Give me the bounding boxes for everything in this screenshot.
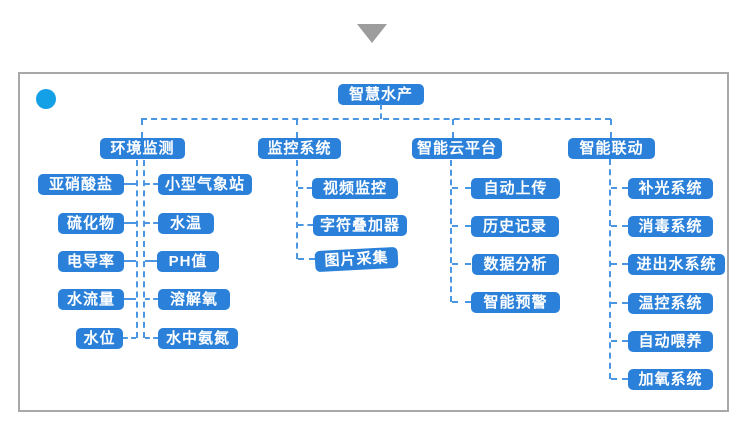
leaf-dissolved-oxygen: 溶解氧: [158, 289, 230, 310]
leaf-auto-upload: 自动上传: [471, 178, 560, 199]
connector: [452, 263, 471, 265]
connector: [611, 340, 628, 342]
node-smart-aquaculture: 智慧水产: [338, 84, 424, 105]
connector: [609, 159, 611, 379]
connector: [611, 187, 628, 189]
leaf-water-flow: 水流量: [58, 289, 124, 310]
leaf-video-monitoring: 视频监控: [312, 178, 398, 199]
leaf-water-temperature: 水温: [158, 213, 214, 234]
leaf-light-supplement-system: 补光系统: [628, 178, 713, 199]
connector: [296, 119, 298, 138]
leaf-water-level: 水位: [76, 328, 123, 349]
blue-dot-icon: [36, 89, 56, 109]
connector: [124, 183, 136, 185]
connector: [452, 119, 454, 138]
branch-env-monitoring: 环境监测: [100, 138, 185, 159]
connector: [452, 225, 471, 227]
connector: [611, 263, 628, 265]
connector: [124, 260, 136, 262]
leaf-history-records: 历史记录: [471, 216, 559, 237]
leaf-sulfide: 硫化物: [58, 213, 124, 234]
connector: [124, 298, 136, 300]
leaf-smart-alert: 智能预警: [471, 292, 560, 313]
leaf-ph-value: PH值: [157, 251, 219, 272]
connector: [124, 222, 136, 224]
branch-surveillance-system: 监控系统: [258, 138, 341, 159]
connector: [298, 258, 315, 260]
connector: [145, 337, 158, 339]
leaf-data-analysis: 数据分析: [472, 254, 559, 275]
branch-smart-linkage: 智能联动: [568, 138, 655, 159]
connector: [141, 118, 611, 120]
connector: [145, 183, 158, 185]
leaf-conductivity: 电导率: [58, 251, 124, 272]
connector: [452, 301, 471, 303]
connector: [611, 378, 628, 380]
leaf-character-overlay: 字符叠加器: [313, 215, 407, 236]
leaf-mini-weather-station: 小型气象站: [158, 174, 252, 195]
connector: [610, 119, 612, 138]
connector: [450, 160, 452, 302]
connector: [136, 160, 138, 338]
connector: [141, 119, 143, 138]
leaf-disinfection-system: 消毒系统: [628, 216, 713, 237]
connector: [298, 224, 313, 226]
connector: [145, 298, 158, 300]
connector: [145, 260, 157, 262]
connector: [123, 337, 136, 339]
connector: [298, 187, 312, 189]
connector: [611, 225, 628, 227]
connector: [296, 160, 298, 259]
connector: [143, 160, 145, 338]
branch-smart-cloud-platform: 智能云平台: [412, 138, 502, 159]
down-triangle-icon: [357, 24, 387, 43]
leaf-nitrite: 亚硝酸盐: [38, 174, 124, 195]
connector: [611, 302, 628, 304]
leaf-oxygenation-system: 加氧系统: [628, 369, 713, 390]
leaf-temperature-control-system: 温控系统: [628, 293, 713, 314]
connector: [452, 187, 471, 189]
leaf-ammonia-nitrogen: 水中氨氮: [158, 328, 238, 349]
diagram-panel: [18, 72, 729, 412]
connector: [145, 222, 158, 224]
leaf-image-capture: 图片采集: [314, 246, 399, 273]
leaf-auto-feeding: 自动喂养: [628, 331, 713, 352]
leaf-water-inlet-outlet-system: 进出水系统: [628, 254, 725, 275]
connector: [380, 104, 382, 119]
